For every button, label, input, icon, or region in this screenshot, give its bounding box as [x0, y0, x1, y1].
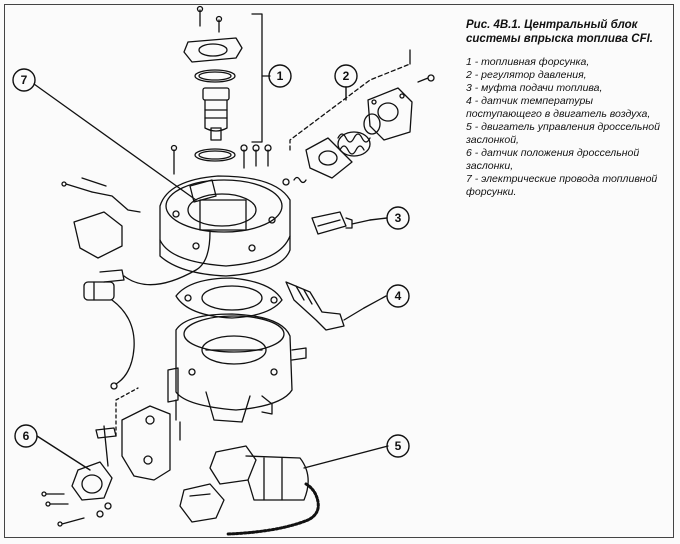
callout-label-1: 1 — [277, 69, 284, 83]
pressure-regulator-group — [282, 49, 435, 186]
callout-label-7: 7 — [21, 73, 28, 87]
throttle-body-lower — [167, 313, 307, 441]
callout-markers — [12, 64, 410, 471]
callout-label-4: 4 — [395, 289, 402, 303]
legend-item: 4 - датчик температуры поступающего в дв… — [466, 95, 651, 120]
throttle-body-upper — [159, 175, 291, 277]
callout-circle-4 — [386, 284, 410, 308]
legend-item: 5 - двигатель управления дроссельной зас… — [466, 121, 660, 146]
figure-caption: Рис. 4В.1. Центральный блок системы впры… — [466, 18, 666, 199]
callout-label-6: 6 — [23, 429, 30, 443]
injector-wiring-group — [33, 83, 211, 390]
gasket — [175, 277, 283, 319]
legend-item: 2 - регулятор давления, — [466, 69, 587, 81]
callout-circle-1 — [268, 64, 292, 88]
parts-legend: 1 - топливная форсунка, 2 - регулятор да… — [466, 56, 666, 199]
callout-circle-7 — [12, 68, 36, 92]
throttle-position-sensor-group — [41, 387, 171, 527]
legend-item: 1 - топливная форсунка, — [466, 56, 590, 68]
callout-label-2: 2 — [343, 69, 350, 83]
throttle-motor-group — [179, 445, 389, 536]
callout-label-5: 5 — [395, 439, 402, 453]
callout-circle-5 — [386, 434, 410, 458]
legend-item: 7 - электрические провода топливной форс… — [466, 173, 658, 198]
fuel-injector-group — [170, 5, 272, 175]
legend-item: 3 - муфта подачи топлива, — [466, 82, 603, 94]
page-frame — [4, 4, 674, 538]
callout-label-3: 3 — [395, 211, 402, 225]
air-temperature-sensor-group — [285, 281, 387, 331]
figure-title: Рис. 4В.1. Центральный блок системы впры… — [466, 19, 653, 45]
fuel-supply-fitting-group — [311, 211, 371, 235]
legend-item: 6 - датчик положения дроссельной заслонк… — [466, 147, 640, 172]
